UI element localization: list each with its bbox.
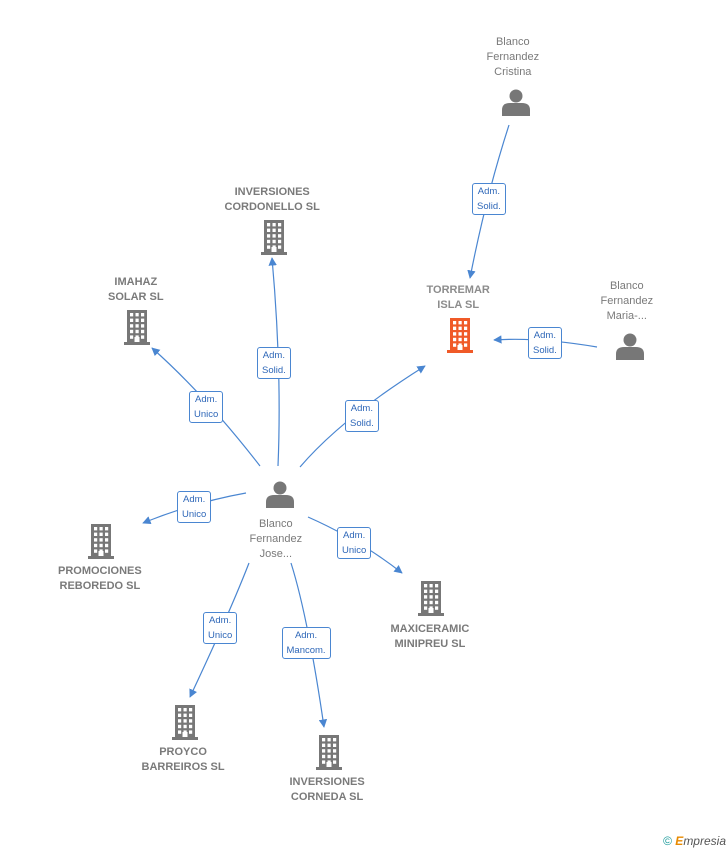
node-label-line: INVERSIONES — [234, 186, 310, 198]
node-label-line: Jose... — [259, 548, 292, 560]
edge-label-line: Solid. — [477, 201, 501, 212]
node-label-torremar[interactable]: TORREMAR ISLA SL — [427, 283, 490, 313]
building-icon[interactable] — [124, 310, 150, 345]
node-label-line: ISLA SL — [437, 299, 480, 311]
brand-initial: E — [675, 834, 684, 848]
building-icon[interactable] — [261, 220, 287, 255]
node-label-line: PROMOCIONES — [58, 565, 142, 577]
edge-label-line: Solid. — [262, 365, 286, 376]
node-label-line: Fernandez — [486, 51, 540, 63]
edge-label-line: Unico — [208, 630, 233, 641]
edge-label-blanco_cristina-to-torremar[interactable]: Adm. Solid. — [472, 183, 506, 215]
node-label-line: INVERSIONES — [289, 776, 365, 788]
edge-label-blanco_maria-to-torremar[interactable]: Adm. Solid. — [528, 327, 562, 359]
building-icon[interactable] — [88, 524, 114, 559]
node-label-inversiones_cordonello[interactable]: INVERSIONES CORDONELLO SL — [225, 185, 320, 215]
node-label-promociones_reboredo[interactable]: PROMOCIONES REBOREDO SL — [58, 564, 142, 594]
edge-label-blanco_jose-to-inversiones_corneda[interactable]: Adm. Mancom. — [281, 627, 331, 659]
edge-label-line: Adm. — [343, 530, 366, 541]
edge-label-blanco_jose-to-inversiones_cordonello[interactable]: Adm. Solid. — [257, 347, 291, 379]
icons-layer — [88, 89, 644, 770]
node-label-inversiones_corneda[interactable]: INVERSIONES CORNEDA SL — [290, 775, 365, 805]
edge-label-line: Unico — [194, 409, 219, 420]
node-label-line: Cristina — [494, 66, 532, 78]
node-label-line: SOLAR SL — [108, 291, 164, 303]
node-label-line: Blanco — [258, 518, 293, 530]
edge-label-line: Mancom. — [286, 645, 326, 656]
edge-label-line: Unico — [182, 509, 207, 520]
node-label-line: Fernandez — [600, 295, 654, 307]
edge-label-blanco_jose-to-promociones_reboredo[interactable]: Adm. Unico — [177, 491, 212, 523]
person-icon[interactable] — [266, 481, 294, 509]
node-label-line: PROYCO — [159, 746, 207, 758]
node-label-line: IMAHAZ — [114, 276, 158, 288]
node-label-line: CORNEDA SL — [290, 791, 364, 803]
node-label-maxiceramic[interactable]: MAXICERAMIC MINIPREU SL — [391, 622, 470, 652]
node-label-proyco[interactable]: PROYCO BARREIROS SL — [142, 745, 225, 775]
node-label-line: Blanco — [495, 36, 530, 48]
edge-label-line: Adm. — [533, 330, 556, 341]
node-label-line: CORDONELLO SL — [224, 201, 320, 213]
person-icon[interactable] — [502, 89, 530, 117]
node-label-line: TORREMAR — [426, 284, 490, 296]
node-label-line: Maria-... — [606, 310, 647, 322]
edge-label-line: Adm. — [209, 615, 232, 626]
edge-label-line: Solid. — [533, 345, 557, 356]
building-icon[interactable] — [316, 735, 342, 770]
edge-label-line: Adm. — [195, 394, 218, 405]
node-label-line: Blanco — [609, 280, 644, 292]
person-icon[interactable] — [616, 333, 644, 361]
edge-label-blanco_jose-to-torremar[interactable]: Adm. Solid. — [345, 400, 379, 432]
node-label-line: BARREIROS SL — [141, 761, 225, 773]
node-label-line: REBOREDO SL — [59, 580, 141, 592]
edge-label-line: Adm. — [350, 403, 373, 414]
node-label-line: Fernandez — [249, 533, 303, 545]
node-label-imahaz[interactable]: IMAHAZ SOLAR SL — [108, 275, 164, 305]
copyright-symbol: © — [663, 834, 672, 848]
edge-label-blanco_jose-to-maxiceramic[interactable]: Adm. Unico — [337, 527, 372, 559]
edge-label-line: Adm. — [262, 350, 285, 361]
node-label-line: MINIPREU SL — [394, 638, 466, 650]
edge-label-blanco_jose-to-imahaz[interactable]: Adm. Unico — [189, 391, 224, 423]
node-label-line: MAXICERAMIC — [390, 623, 470, 635]
edge-label-blanco_jose-to-proyco[interactable]: Adm. Unico — [203, 612, 238, 644]
edge-label-line: Solid. — [350, 418, 374, 429]
building-icon[interactable] — [447, 318, 473, 353]
edge-label-line: Adm. — [183, 494, 206, 505]
building-icon[interactable] — [172, 705, 198, 740]
brand-name: mpresia — [683, 834, 726, 848]
edge-label-line: Adm. — [477, 186, 500, 197]
edge-label-line: Adm. — [294, 630, 318, 641]
building-icon[interactable] — [418, 581, 444, 616]
footer-brand[interactable]: © Empresia — [663, 834, 726, 848]
edge-label-line: Unico — [342, 545, 367, 556]
